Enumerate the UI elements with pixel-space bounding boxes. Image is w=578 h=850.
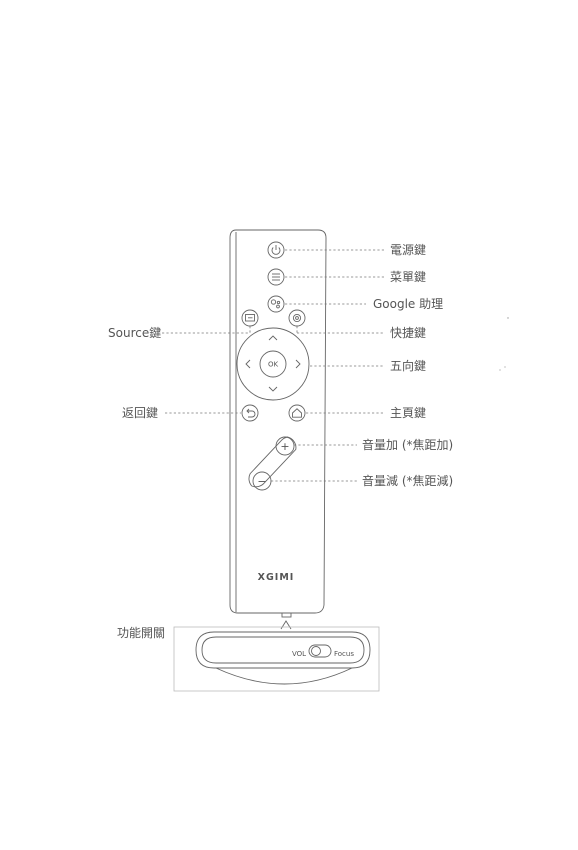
plus-icon: +	[280, 440, 289, 453]
switch-label-focus: Focus	[334, 650, 354, 658]
back-button[interactable]	[242, 405, 258, 421]
chevron-left-icon	[246, 360, 250, 368]
label-google: Google 助理	[373, 297, 443, 311]
home-button[interactable]	[289, 405, 305, 421]
inset-pointer	[281, 621, 291, 629]
minus-icon: −	[257, 475, 266, 488]
google-assistant-button[interactable]	[268, 296, 284, 312]
label-vol-up: 音量加 (*焦距加)	[362, 437, 453, 452]
remote-bottom-view	[196, 632, 370, 684]
back-arrow-icon	[247, 409, 255, 417]
source-icon	[246, 315, 255, 322]
chevron-right-icon	[296, 360, 300, 368]
google-assistant-icon	[271, 300, 279, 308]
label-shortcut: 快捷鍵	[390, 325, 426, 340]
chevron-up-icon	[269, 336, 277, 340]
label-function-switch: 功能開關	[117, 626, 165, 640]
label-vol-down: 音量減 (*焦距減)	[362, 473, 453, 488]
label-source: Source鍵	[108, 325, 161, 340]
ok-label: OK	[268, 361, 279, 369]
label-dpad: 五向鍵	[390, 358, 426, 373]
shortcut-button[interactable]	[289, 310, 305, 326]
chevron-down-icon	[269, 387, 277, 391]
function-toggle-switch[interactable]	[309, 645, 331, 657]
label-menu: 菜單鍵	[390, 269, 426, 284]
label-back: 返回鍵	[122, 405, 158, 420]
label-power: 電源鍵	[390, 242, 426, 257]
power-icon	[272, 245, 280, 254]
home-icon	[293, 409, 302, 417]
shortcut-icon	[293, 314, 300, 321]
brand-logo: XGIMI	[258, 572, 295, 583]
switch-label-vol: VOL	[292, 650, 306, 658]
label-home: 主頁鍵	[390, 405, 426, 420]
scan-marks	[499, 317, 508, 370]
menu-icon	[272, 274, 280, 280]
remote-body	[230, 230, 326, 617]
